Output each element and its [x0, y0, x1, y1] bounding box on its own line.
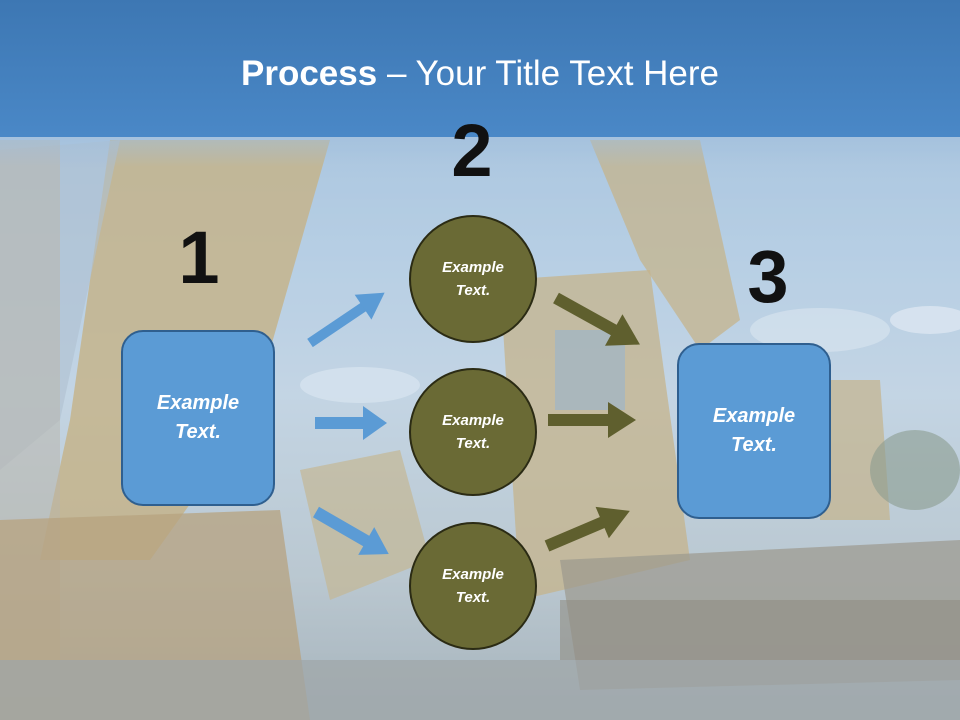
- step-2-circle-bottom: Example Text.: [409, 522, 537, 650]
- title-band: [0, 0, 960, 137]
- blue-arrows: [307, 292, 389, 555]
- step-number-1: 1: [178, 216, 220, 299]
- slide-title: Process – Your Title Text Here: [0, 52, 960, 96]
- arrow-up-right: [307, 292, 385, 348]
- olive-arrow-down-right: [553, 292, 640, 346]
- title-bold: Process: [241, 54, 378, 93]
- olive-arrows: [544, 292, 640, 552]
- title-rest: – Your Title Text Here: [377, 54, 719, 93]
- step-1-text: Example Text.: [156, 392, 240, 443]
- olive-arrow-right: [548, 402, 636, 438]
- circle-middle-text: Example Text.: [442, 412, 504, 452]
- step-number-3: 3: [747, 235, 789, 318]
- step-number-2: 2: [451, 109, 493, 192]
- arrow-down-right: [313, 506, 389, 555]
- circle-top-text: Example Text.: [442, 259, 504, 299]
- step-3-box: Example Text.: [677, 343, 831, 519]
- step-2-circle-top: Example Text.: [409, 215, 537, 343]
- arrow-right: [315, 406, 387, 440]
- circle-bottom-text: Example Text.: [442, 566, 504, 606]
- title-band-fade: [0, 137, 960, 167]
- step-2-circle-middle: Example Text.: [409, 368, 537, 496]
- step-3-text: Example Text.: [712, 405, 796, 456]
- olive-arrow-up-right: [544, 506, 630, 552]
- step-1-box: Example Text.: [121, 330, 275, 506]
